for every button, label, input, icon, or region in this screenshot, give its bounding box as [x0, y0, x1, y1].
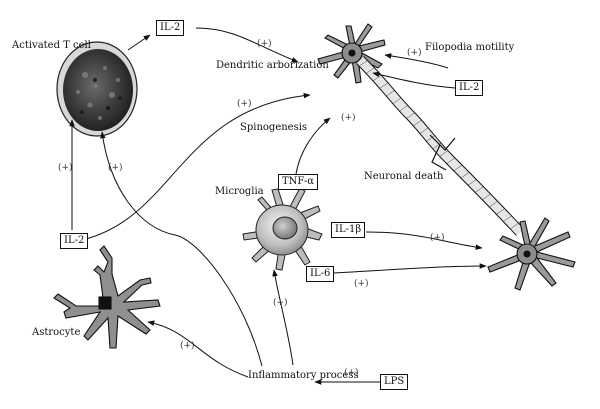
activated-t-cell-label: Activated T cell — [12, 40, 91, 51]
lps-box: LPS — [380, 374, 409, 390]
il2-box-left: IL-2 — [60, 233, 89, 249]
il1-beta-box: IL-1β — [331, 222, 366, 238]
plus-sign: (+) — [430, 233, 445, 243]
spinogenesis-label: Spinogenesis — [240, 122, 308, 133]
arrow-group — [69, 27, 487, 385]
arrow-il1b-to-neuron — [365, 231, 483, 250]
inflammatory-process-label: Inflammatory process — [248, 370, 359, 381]
plus-sign: (+) — [108, 163, 123, 173]
arrow-il2-to-neuron — [195, 27, 299, 63]
il2-box-right: IL-2 — [455, 80, 484, 96]
plus-sign: (+) — [237, 99, 252, 109]
arrow-inflammation-to-astrocyte — [147, 320, 249, 378]
arrow-il6-to-neuron — [333, 263, 487, 274]
neuronal-death-label: Neuronal death — [364, 171, 444, 182]
plus-sign: (+) — [341, 113, 356, 123]
arrow-inflammation-to-microglia — [272, 269, 294, 366]
plus-sign: (+) — [354, 279, 369, 289]
dendritic-arborization-label: Dendritic arborization — [216, 60, 329, 71]
plus-sign: (+) — [180, 341, 195, 351]
arrow-tcell-to-il2 — [127, 34, 151, 51]
astrocyte-label: Astrocyte — [32, 327, 81, 338]
arrow-tnf-to-neuron — [295, 117, 331, 175]
plus-sign: (+) — [58, 163, 73, 173]
plus-sign: (+) — [407, 48, 422, 58]
astrocyte-illustration — [53, 245, 161, 349]
plus-sign: (+) — [344, 368, 359, 378]
neuron-bottom-illustration — [487, 217, 576, 291]
filopodia-motility-label: Filopodia motility — [425, 42, 515, 53]
arrow-spinogenesis — [81, 92, 311, 241]
il2-box-top: IL-2 — [156, 20, 185, 36]
il6-box: IL-6 — [306, 266, 335, 282]
arrow-neuron-to-il2-right — [372, 71, 456, 89]
neuron-top-illustration — [317, 23, 525, 236]
microglia-illustration — [242, 187, 323, 271]
microglia-label: Microglia — [215, 186, 264, 197]
tnf-alpha-box: TNF-α — [278, 174, 319, 190]
plus-sign: (+) — [257, 39, 272, 49]
arrow-inflammation-to-tcell — [100, 131, 263, 367]
arrow-filopodia — [384, 53, 449, 69]
plus-sign: (+) — [273, 298, 288, 308]
t-cell-illustration — [56, 41, 138, 137]
